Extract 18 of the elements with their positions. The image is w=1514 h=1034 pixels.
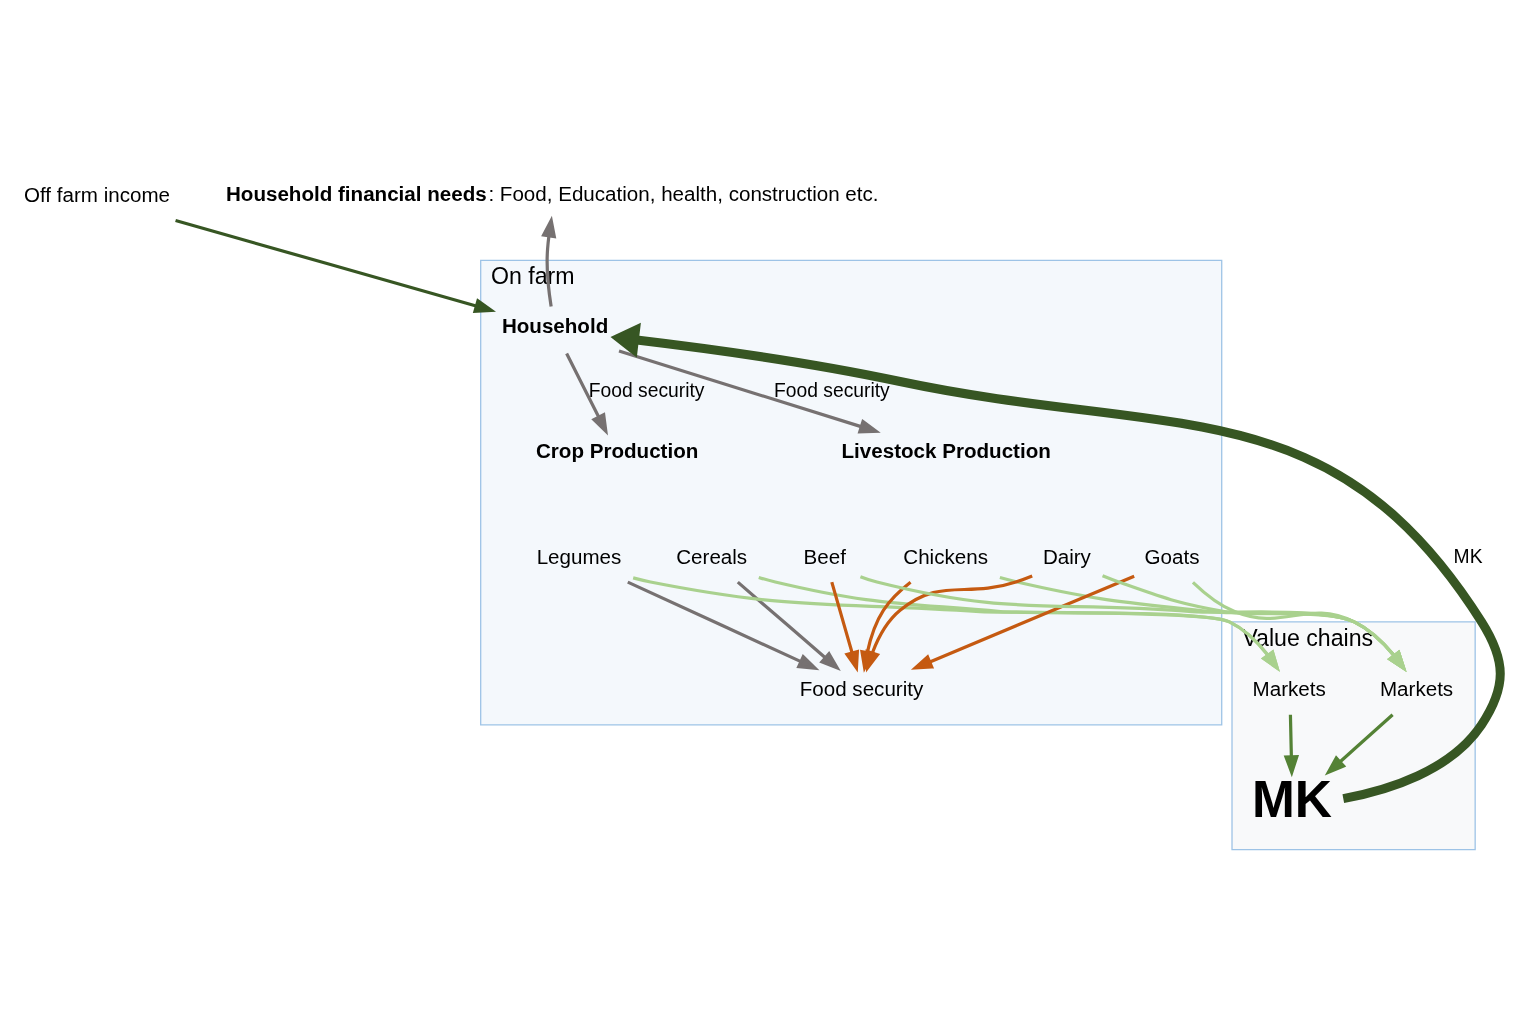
node-text: Household (501, 314, 609, 338)
edge-label: Food security (588, 379, 705, 401)
node-text: Cereals (676, 544, 748, 568)
node-text: Markets (1379, 677, 1454, 701)
node-text: Goats (1144, 544, 1200, 568)
node-text: Food security (799, 677, 924, 701)
node-text: MK (1251, 770, 1332, 829)
node-text: Off farm income (23, 183, 170, 207)
node-text: Dairy (1042, 544, 1091, 568)
edge-label: Food security (774, 379, 890, 401)
node-text: Chickens (903, 544, 988, 568)
node-text: Livestock Production (841, 439, 1051, 463)
node-text: Legumes (536, 544, 622, 568)
node-text: Crop Production (536, 439, 699, 463)
node-text: Household financial needs: Food, Education, health, construction etc. (225, 181, 879, 205)
node-text: Beef (803, 544, 846, 568)
node-text: Markets (1252, 677, 1326, 701)
edge-label: MK (1453, 546, 1483, 568)
